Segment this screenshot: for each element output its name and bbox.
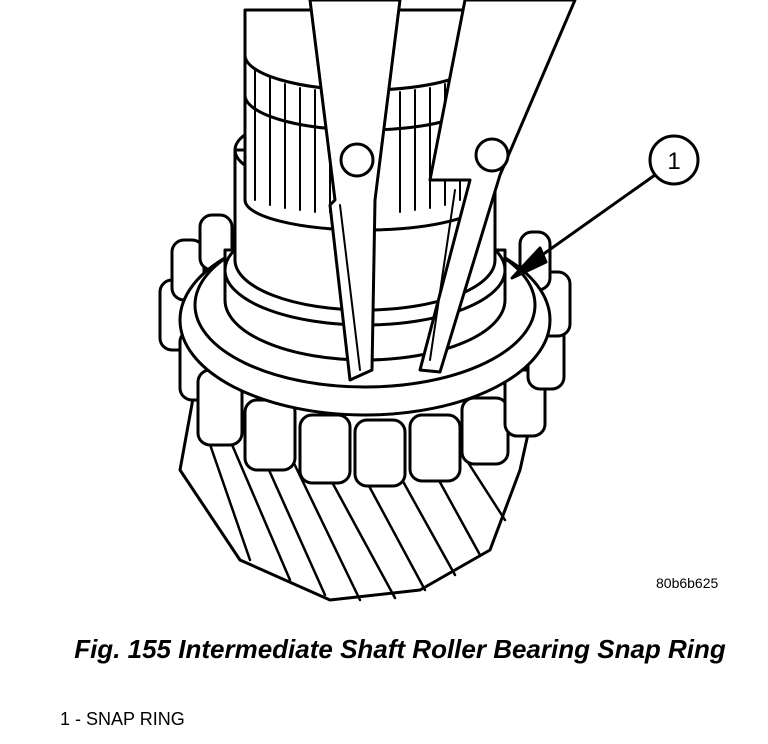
callout-arrow xyxy=(510,173,657,280)
figure-code: 80b6b625 xyxy=(656,575,719,591)
legend-item: 1 - SNAP RING xyxy=(60,709,185,729)
figure-caption: Fig. 155 Intermediate Shaft Roller Beari… xyxy=(74,634,726,664)
snap-ring-pliers xyxy=(308,0,577,382)
callout-circle xyxy=(648,134,700,186)
callout-number: 1 xyxy=(667,148,680,175)
